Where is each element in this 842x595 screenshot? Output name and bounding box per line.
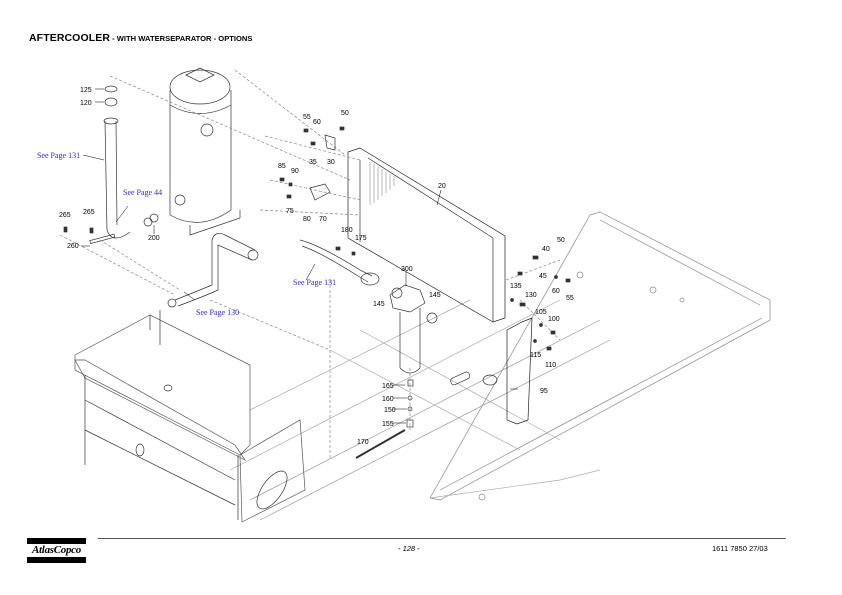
- title-main: AFTERCOOLER: [29, 32, 111, 44]
- callout-75: 75: [286, 208, 294, 215]
- callout-110: 110: [545, 362, 556, 369]
- callout-150: 150: [384, 407, 396, 414]
- callout-70: 70: [319, 216, 327, 223]
- callout-30: 30: [327, 159, 335, 166]
- callout-300: 300: [401, 266, 413, 273]
- page-title: AFTERCOOLER - WITH WATERSEPARATOR - OPTI…: [29, 28, 252, 46]
- aftercooler-core: [347, 147, 506, 323]
- callout-50a: 50: [341, 110, 349, 117]
- callout-45: 45: [539, 273, 547, 280]
- callout-175: 175: [355, 235, 367, 242]
- callouts: 125 120 265 265 260 200 55 60 50 35 30 8…: [59, 87, 574, 446]
- callout-145b: 145: [429, 292, 441, 299]
- callout-170: 170: [357, 439, 369, 446]
- leader-lines: [81, 88, 518, 424]
- logo-bar-top: [27, 538, 86, 544]
- callout-105: 105: [535, 309, 547, 316]
- callout-95: 95: [540, 388, 548, 395]
- ref-see-page-131-upper[interactable]: See Page 131: [37, 151, 80, 160]
- callout-125: 125: [80, 87, 92, 94]
- callout-35: 35: [309, 159, 317, 166]
- callout-265b: 265: [83, 209, 95, 216]
- callout-80: 80: [303, 216, 311, 223]
- callout-160: 160: [382, 396, 394, 403]
- callout-130: 130: [525, 292, 537, 299]
- callout-180: 180: [341, 227, 353, 234]
- page-references: See Page 131 See Page 44 See Page 131 Se…: [37, 151, 336, 317]
- footer-divider: [98, 538, 786, 539]
- callout-20: 20: [438, 183, 446, 190]
- pipe-right: [299, 239, 438, 324]
- callout-60a: 60: [313, 119, 321, 126]
- ref-see-page-130[interactable]: See Page 130: [196, 308, 239, 317]
- callout-90: 90: [291, 168, 299, 175]
- callout-165: 165: [382, 383, 394, 390]
- callout-155: 155: [382, 421, 394, 428]
- page-number: - 128 -: [398, 544, 420, 553]
- callout-85: 85: [278, 163, 286, 170]
- logo-bar-bottom: [27, 557, 86, 563]
- support-post: [506, 317, 533, 425]
- callout-145a: 145: [373, 301, 385, 308]
- ref-see-page-131-right[interactable]: See Page 131: [293, 278, 336, 287]
- ref-see-page-44[interactable]: See Page 44: [123, 188, 162, 197]
- construction-lines: [59, 69, 561, 460]
- document-code: 1611 7850 27/03: [712, 544, 768, 553]
- logo-text: AtlasCopco: [32, 544, 81, 556]
- title-sub: - WITH WATERSEPARATOR - OPTIONS: [110, 34, 253, 43]
- callout-265a: 265: [59, 212, 71, 219]
- water-separator: [355, 284, 498, 459]
- callout-55a: 55: [303, 114, 311, 121]
- chassis-frame: [229, 211, 771, 521]
- callout-60b: 60: [552, 288, 560, 295]
- callout-40: 40: [542, 246, 550, 253]
- tube-upper: [89, 85, 159, 244]
- callout-120: 120: [80, 100, 92, 107]
- callout-100: 100: [548, 316, 560, 323]
- left-enclosure: [74, 310, 306, 523]
- pipe-lower: [167, 233, 259, 308]
- atlas-copco-logo: AtlasCopco: [27, 538, 86, 563]
- air-receiver-tank: [169, 67, 241, 236]
- callout-260: 260: [67, 243, 79, 250]
- callout-135: 135: [510, 283, 522, 290]
- callout-115: 115: [530, 352, 541, 359]
- callout-200: 200: [148, 235, 160, 242]
- fasteners: [63, 126, 571, 351]
- callout-50b: 50: [557, 237, 565, 244]
- callout-55b: 55: [566, 295, 574, 302]
